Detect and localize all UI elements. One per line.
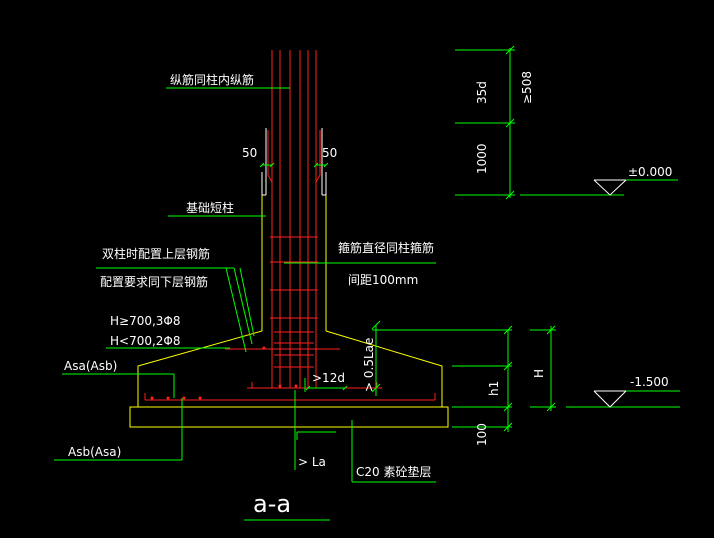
label-longitudinal: 纵筋同柱内纵筋 [170, 72, 254, 87]
label-h-ge: H≥700,3Φ8 [110, 314, 181, 328]
label-elev-top: ±0.000 [628, 165, 672, 179]
label-stirrup-a: 箍筋直径同柱箍筋 [338, 240, 434, 255]
dimension-lines [259, 45, 556, 440]
label-dim-50-left: 50 [242, 146, 257, 160]
label-dim-h1: h1 [487, 381, 501, 396]
label-h-lt: H<700,2Φ8 [110, 334, 181, 348]
label-half-lae: > 0.5Lae [362, 338, 376, 392]
rebar-dots [150, 346, 298, 400]
leader-lines [54, 87, 680, 521]
label-short-column: 基础短柱 [186, 200, 234, 215]
label-double-b: 配置要求同下层钢筋 [100, 274, 208, 289]
label-stirrup-b: 间距100mm [348, 273, 418, 287]
label-asa-top: Asa(Asb) [64, 359, 117, 373]
label-asb-bottom: Asb(Asa) [68, 445, 121, 459]
label-elev-bottom: -1.500 [630, 375, 669, 389]
label-cushion: C20 素砼垫层 [356, 464, 431, 479]
label-dim-35d: 35d [475, 81, 489, 104]
label-gt12d: >12d [312, 371, 345, 385]
label-la: > La [298, 455, 326, 469]
label-double-a: 双柱时配置上层钢筋 [102, 246, 210, 261]
label-dim-100: 100 [475, 423, 489, 446]
elevation-marker-top [593, 179, 627, 196]
label-dim-H: H [532, 369, 546, 378]
label-dim-1000: 1000 [475, 143, 489, 174]
label-dim-508: ≥508 [520, 71, 534, 104]
elevation-marker-bottom [593, 390, 627, 408]
section-title: a-a [253, 490, 291, 518]
rebar [144, 50, 436, 401]
label-dim-50-right: 50 [322, 146, 337, 160]
column-outline [261, 128, 327, 196]
foundation-outline [129, 195, 449, 428]
